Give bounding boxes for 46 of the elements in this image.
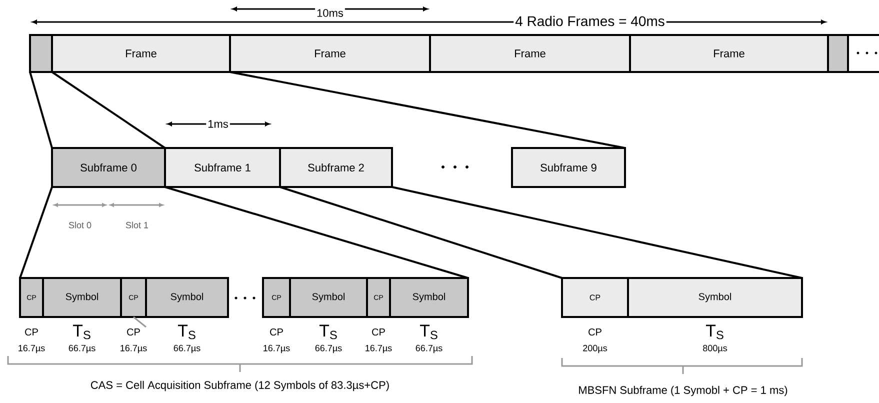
duration-label: 16.7µs <box>120 344 147 354</box>
frame-cell: Frame <box>51 34 231 73</box>
subframe-box: Subframe 2 <box>279 147 393 188</box>
cp-label: CP <box>270 328 283 336</box>
zoom-line <box>392 186 802 279</box>
cp-label: CP <box>372 328 385 336</box>
dimension-label: 10ms <box>315 8 345 18</box>
duration-label: 16.7µs <box>264 344 290 354</box>
subframe-box: Subframe 1 <box>164 147 281 188</box>
frame-cell: Frame <box>629 34 829 73</box>
duration-label: 16.7µs <box>366 344 392 354</box>
zoom-line <box>230 71 626 149</box>
duration-label: 66.7µs <box>416 344 442 354</box>
duration-label: 66.7µs <box>174 344 200 354</box>
brace-caption: MBSFN Subframe (1 Symobl + CP = 1 ms) <box>576 384 790 398</box>
cp-cell: CP <box>561 277 629 318</box>
duration-label: 200µs <box>583 344 608 354</box>
duration-label: 16.7µs <box>18 344 45 354</box>
frame-cell: Frame <box>429 34 631 73</box>
cp-label: CP <box>588 328 602 336</box>
symbol-time-label: T$_{S}$ <box>72 324 90 340</box>
symbol-time-label: T$_{S}$ <box>420 324 438 340</box>
zoom-line <box>164 186 468 279</box>
duration-label: 66.7µs <box>315 344 342 354</box>
duration-label: 800µs <box>703 344 728 354</box>
cp-label: CP <box>25 328 38 336</box>
slot-label: Slot 0 <box>67 220 94 230</box>
frame-cell <box>29 34 53 73</box>
leader-line <box>133 316 146 328</box>
brace-caption: CAS = Cell Acquisition Subframe (12 Symbols of 83.3µs+CP) <box>88 379 392 393</box>
dimension-label: 1ms <box>206 118 230 130</box>
subframe-box: Subframe 9 <box>511 147 626 188</box>
subframe-box: Subframe 0 <box>51 147 166 188</box>
zoom-line <box>51 71 166 149</box>
frame-cell: Frame <box>229 34 431 73</box>
zoom-line <box>280 186 562 279</box>
symbol-time-label: T$_{S}$ <box>706 324 724 340</box>
duration-label: 66.7µs <box>68 344 96 354</box>
frame-cell <box>827 34 849 73</box>
symbol-time-label: T$_{S}$ <box>319 324 337 340</box>
zoom-line <box>19 186 53 278</box>
dimension-label: 4 Radio Frames = 40ms <box>514 14 666 28</box>
zoom-line <box>29 72 53 148</box>
cp-label: CP <box>127 328 140 336</box>
symbol-time-label: T$_{S}$ <box>178 324 196 340</box>
slot-label: Slot 1 <box>124 220 150 230</box>
